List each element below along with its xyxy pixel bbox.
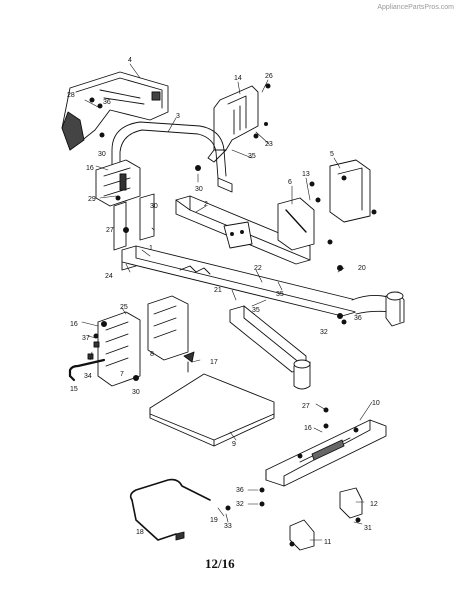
page-number: 12/16 [205, 556, 235, 571]
callout-30: 30 [98, 151, 106, 158]
callout-35: 35 [248, 153, 256, 160]
callout-37: 37 [82, 335, 90, 342]
callout-3: 3 [176, 113, 180, 120]
callout-14: 14 [234, 75, 242, 82]
callout-5: 5 [330, 151, 334, 158]
callout-labels: 4 28 36 3 14 26 23 35 30 16 30 29 30 2 5… [67, 57, 380, 546]
callout-20: 20 [358, 265, 366, 272]
callout-8: 8 [150, 351, 154, 358]
callout-10: 10 [372, 400, 380, 407]
callout-9: 9 [232, 441, 236, 448]
callout-11: 11 [324, 539, 331, 546]
part-16-mount [95, 159, 141, 207]
callout-34: 34 [84, 373, 92, 380]
callout-36c: 36 [236, 487, 244, 494]
callout-30c: 30 [150, 203, 158, 210]
callout-32: 32 [320, 329, 328, 336]
callout-21: 21 [214, 287, 222, 294]
part-4-shroud [61, 71, 169, 151]
part-9-floor-plate [149, 373, 275, 447]
part-7-8-side-plates [97, 295, 189, 387]
callout-29: 29 [88, 196, 96, 203]
leader-lines [81, 63, 373, 541]
callout-35b: 35 [276, 291, 284, 298]
part-17-fastener [183, 351, 195, 373]
callout-30b: 30 [195, 186, 203, 193]
callout-27b: 27 [302, 403, 310, 410]
callout-16: 16 [86, 165, 94, 172]
callout-26: 26 [265, 73, 273, 80]
left-rail [113, 193, 155, 251]
callout-13: 13 [302, 171, 310, 178]
part-3-tube-frame [111, 121, 233, 193]
callout-33: 33 [224, 523, 232, 530]
callout-35c: 35 [252, 307, 260, 314]
callout-12: 12 [370, 501, 378, 508]
callout-16b: 16 [70, 321, 78, 328]
part-1-main-frame [121, 245, 405, 327]
part-11-12-brackets [289, 487, 363, 551]
callout-32b: 32 [236, 501, 244, 508]
watermark: AppliancePartsPros.com [377, 4, 454, 11]
callout-27: 27 [106, 227, 114, 234]
callout-25: 25 [120, 304, 128, 311]
callout-30d: 30 [132, 389, 140, 396]
callout-7: 7 [120, 371, 124, 378]
part-14-bracket [207, 85, 259, 163]
part-2-crossmember [175, 195, 311, 265]
callout-16c: 16 [304, 425, 312, 432]
callout-18: 18 [136, 529, 144, 536]
callout-17: 17 [210, 359, 218, 366]
callout-28: 28 [67, 92, 75, 99]
callout-4: 4 [128, 57, 132, 64]
part-10-channel [265, 419, 387, 487]
callout-19: 19 [210, 517, 218, 524]
callout-15: 15 [70, 386, 78, 393]
callout-23: 23 [265, 141, 273, 148]
callout-22: 22 [254, 265, 262, 272]
part-18-rod [129, 478, 211, 541]
callout-6: 6 [288, 179, 292, 186]
callout-36b: 36 [354, 315, 362, 322]
callout-24: 24 [105, 273, 113, 280]
callout-2: 2 [204, 201, 208, 208]
callout-31: 31 [364, 525, 372, 532]
hardware-dots [89, 83, 377, 547]
callout-1: 1 [149, 245, 153, 252]
callout-36: 36 [103, 99, 111, 106]
part-5-6-brackets [277, 159, 371, 251]
lower-arm [229, 305, 311, 390]
